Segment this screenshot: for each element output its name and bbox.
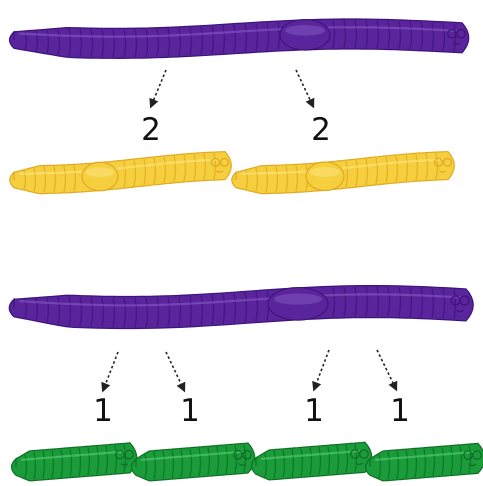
green-worm-3 [252,442,372,480]
yellow-worm-right [232,152,454,194]
label-2-left: 2 [141,112,161,148]
arrow-left [152,70,166,104]
arrow-right [296,70,312,104]
label-1-a: 1 [93,393,113,429]
label-1-b: 1 [180,393,200,429]
label-1-c: 1 [304,393,324,429]
arrow-3 [315,350,329,387]
label-2-right: 2 [311,112,331,148]
green-worm-1 [12,443,137,481]
worm-body [9,286,473,329]
arrow-4 [377,350,395,387]
arrow-2 [166,352,183,388]
bottom-purple-worm [9,286,473,329]
top-purple-worm [10,19,469,58]
green-worm-4 [366,443,483,480]
yellow-worm-left [10,152,232,194]
arrow-1 [104,352,118,388]
label-1-d: 1 [390,393,410,429]
green-worm-2 [132,443,255,481]
top-arrows [152,70,312,104]
worm-body [12,443,137,481]
bottom-arrows [104,350,395,388]
